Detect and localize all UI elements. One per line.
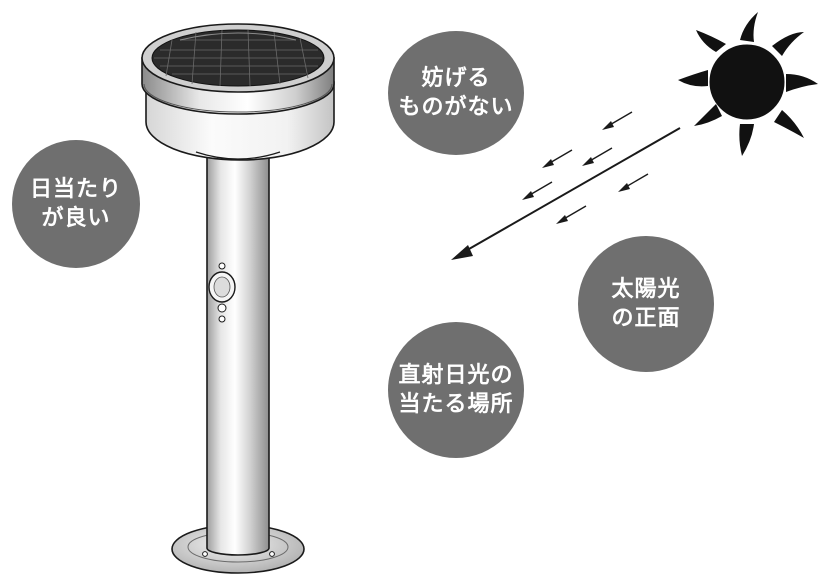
bubble-facing-sun-line1: 太陽光	[611, 276, 681, 302]
bubble-direct-sunlight-line2: 当たる場所	[398, 392, 514, 417]
bubble-good-sunlight: 日当たり が良い	[12, 140, 140, 268]
bubble-facing-sun: 太陽光 の正面	[578, 236, 714, 372]
bubble-good-sunlight-line1: 日当たり	[29, 176, 122, 202]
bubble-facing-sun-line2: の正面	[611, 306, 681, 331]
sunlight-arrows	[451, 111, 681, 260]
bubble-no-obstruction-line1: 妨げる	[421, 65, 491, 91]
bubble-direct-sunlight-line1: 直射日光の	[398, 362, 514, 388]
sun-icon	[678, 12, 818, 156]
solar-garden-light	[141, 23, 335, 574]
bubble-direct-sunlight: 直射日光の 当たる場所	[388, 322, 524, 458]
bubble-good-sunlight-line2: が良い	[41, 206, 111, 231]
bubble-no-obstruction-line2: ものがない	[398, 95, 514, 120]
bubble-no-obstruction: 妨げる ものがない	[388, 31, 524, 155]
